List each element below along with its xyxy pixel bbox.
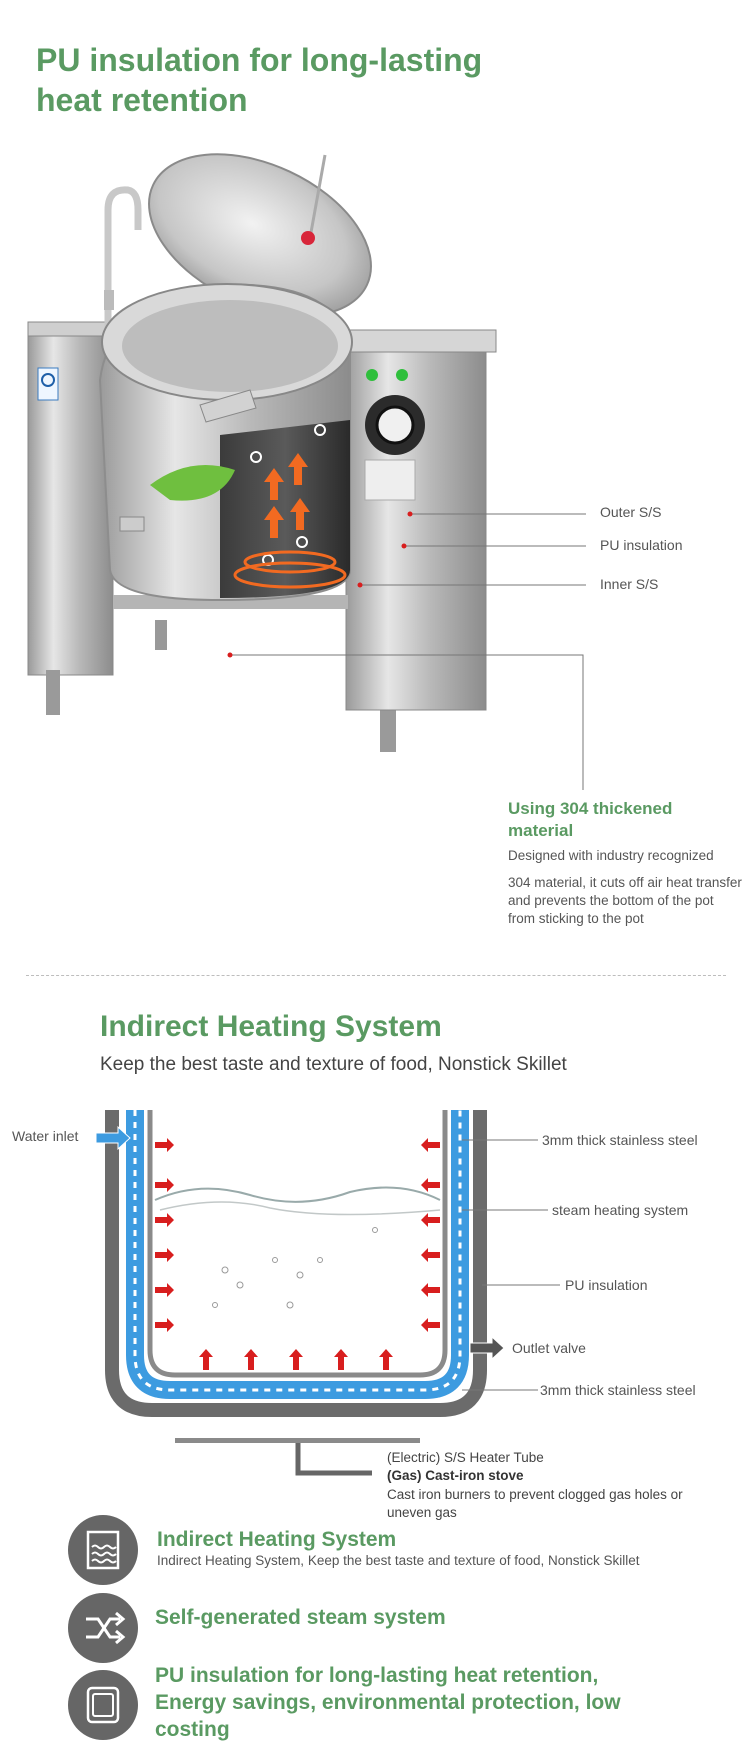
- label-water-inlet: Water inlet: [12, 1128, 79, 1144]
- water-waves-icon: [68, 1515, 138, 1585]
- material-desc-body: 304 material, it cuts off air heat trans…: [508, 875, 742, 926]
- kettle-illustration: [20, 150, 580, 850]
- heater-line1: (Electric) S/S Heater Tube: [387, 1450, 544, 1465]
- heater-line3: Cast iron burners to prevent clogged gas…: [387, 1487, 683, 1520]
- label-steel-top: 3mm thick stainless steel: [542, 1132, 698, 1148]
- tray-icon: [68, 1670, 138, 1740]
- material-title: Using 304 thickened material: [508, 798, 738, 842]
- heating-diagram: [95, 1110, 560, 1476]
- callout-inner-ss: Inner S/S: [600, 576, 659, 592]
- label-steam-system: steam heating system: [552, 1202, 689, 1218]
- heater-line2: (Gas) Cast-iron stove: [387, 1468, 524, 1483]
- callout-pu-insulation: PU insulation: [600, 537, 683, 553]
- shuffle-arrows-icon: [68, 1593, 138, 1663]
- material-desc-line1: Designed with industry recognized: [508, 848, 714, 863]
- label-outlet-valve: Outlet valve: [512, 1340, 586, 1356]
- label-pu-insulation: PU insulation: [565, 1277, 648, 1293]
- section1-callout-lines: [227, 511, 586, 790]
- material-title-line2: material: [508, 821, 574, 840]
- section1-title: PU insulation for long-lasting heat rete…: [36, 40, 596, 120]
- label-steel-bottom: 3mm thick stainless steel: [540, 1382, 696, 1398]
- material-title-line1: Using 304 thickened: [508, 799, 673, 818]
- tilting-kettle-image: [27, 153, 497, 752]
- section2-title: Indirect Heating System: [100, 1010, 442, 1043]
- section1-title-line1: PU insulation for long-lasting: [36, 42, 483, 78]
- section2-subtitle: Keep the best taste and texture of food,…: [100, 1054, 567, 1075]
- feature1-title: Indirect Heating System: [157, 1528, 397, 1551]
- section1-title-line2: heat retention: [36, 82, 248, 118]
- feature1-desc: Indirect Heating System, Keep the best t…: [157, 1553, 640, 1568]
- section-divider: [26, 975, 726, 976]
- feature3-title: PU insulation for long-lasting heat rete…: [155, 1664, 621, 1741]
- callout-outer-ss: Outer S/S: [600, 504, 662, 520]
- feature2-title: Self-generated steam system: [155, 1606, 446, 1629]
